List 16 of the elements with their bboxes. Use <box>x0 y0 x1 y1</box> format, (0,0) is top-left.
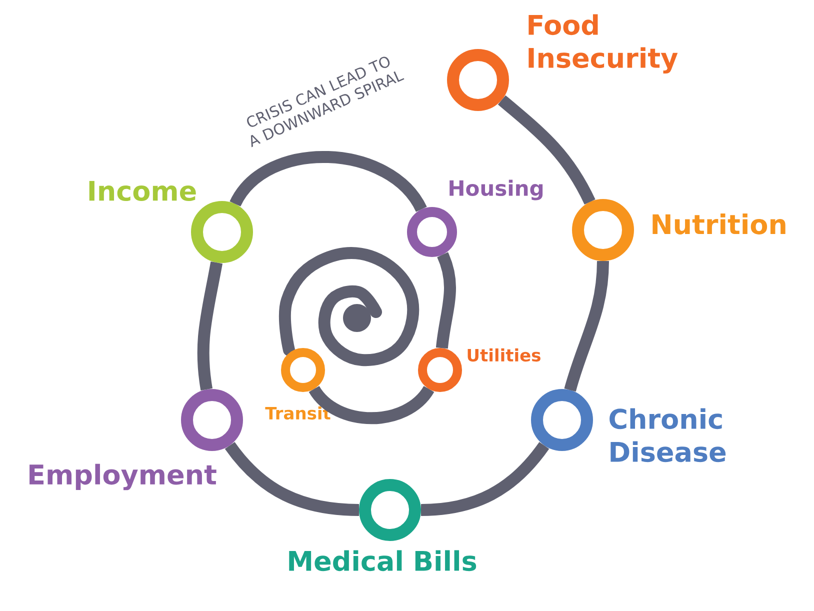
node-label: Transit <box>265 406 330 420</box>
spiral-line <box>564 260 609 392</box>
spiral-line <box>420 442 550 516</box>
node-label: Food Insecurity <box>528 14 678 74</box>
node-label: Income <box>89 180 196 202</box>
spiral-line <box>436 252 456 349</box>
node-label: Medical Bills <box>289 550 476 572</box>
spiral-line <box>230 151 427 213</box>
node-label: Employment <box>30 464 216 490</box>
spiral-line <box>498 95 596 205</box>
spiral-line <box>224 442 360 516</box>
node-label: Utilities <box>468 348 540 362</box>
node-label: Housing <box>450 180 543 200</box>
node-label: Nutrition <box>652 214 786 234</box>
node-label: Chronic Disease <box>610 408 726 462</box>
spiral-line <box>197 261 223 390</box>
